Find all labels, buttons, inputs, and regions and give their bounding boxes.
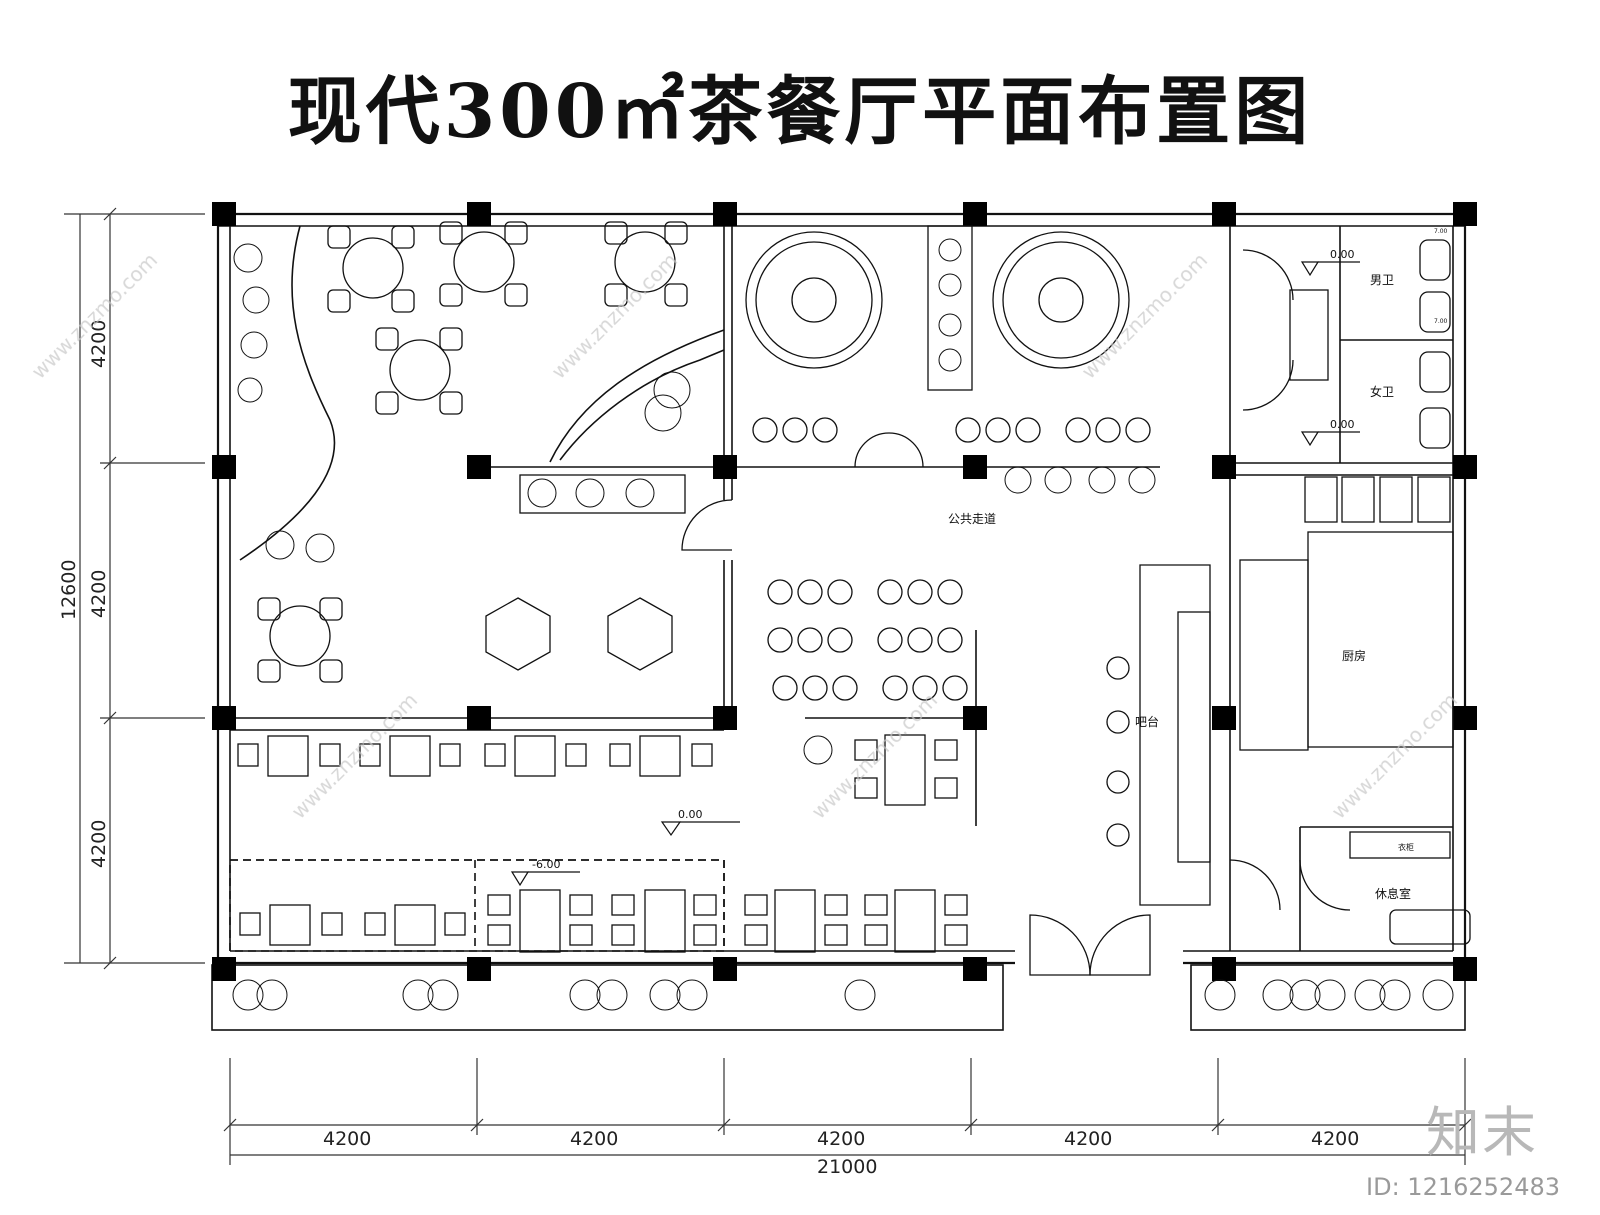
- watermark-text: www.znzmo.com: [287, 688, 423, 824]
- plant-icon: [938, 348, 962, 372]
- plant-icon: [242, 286, 270, 314]
- level-label: 7.00: [1434, 318, 1448, 325]
- plant-icon: [1004, 466, 1032, 494]
- plant-icon: [527, 478, 557, 508]
- plant-icon: [803, 735, 833, 765]
- round-stool-row: [752, 417, 1151, 443]
- watermark-logo: 知末: [1426, 1101, 1538, 1164]
- round-table-set: [604, 221, 688, 307]
- sofa: [1389, 909, 1471, 945]
- label-rest-room: 休息室: [1375, 886, 1411, 901]
- round-table-set: [375, 327, 463, 415]
- plant-icon: [305, 533, 335, 563]
- column: [212, 202, 236, 226]
- hexagon-table: [485, 597, 551, 671]
- dimension-total-width: 21000: [817, 1156, 877, 1178]
- label-female-toilet: 女卫: [1370, 384, 1394, 399]
- plant-icon: [240, 331, 268, 359]
- round-stool-grid: [767, 579, 968, 701]
- column: [713, 706, 737, 730]
- plant-icon: [1044, 466, 1072, 494]
- column: [212, 455, 236, 479]
- plant-icon: [575, 478, 605, 508]
- level-label: 0.00: [1330, 248, 1355, 261]
- watermark-id: ID: 1216252483: [1366, 1173, 1560, 1201]
- column: [212, 957, 236, 981]
- wash-basin: [1289, 289, 1329, 381]
- column: [713, 957, 737, 981]
- round-booth: [992, 231, 1130, 369]
- dimension-total-height: 12600: [58, 560, 80, 620]
- dimension-label: 4200: [88, 570, 110, 618]
- dimension-label: 4200: [88, 320, 110, 368]
- plant-icon: [625, 478, 655, 508]
- bar-counter: [1139, 564, 1211, 906]
- column: [467, 706, 491, 730]
- level-label: 7.00: [1434, 228, 1448, 235]
- plant-icon: [1128, 466, 1156, 494]
- level-label: -6.00: [532, 858, 560, 871]
- round-table-set: [439, 221, 528, 307]
- dimension-label: 4200: [323, 1128, 371, 1150]
- entrance-door: [1089, 914, 1151, 976]
- level-label: 0.00: [678, 808, 703, 821]
- watermark-text: www.znzmo.com: [1327, 688, 1463, 824]
- column: [1212, 957, 1236, 981]
- sunken-seating: [239, 889, 968, 953]
- drawing-title: 现代300㎡茶餐厅平面布置图: [287, 69, 1313, 155]
- label-bar: 吧台: [1135, 714, 1159, 729]
- plant-icon: [644, 394, 682, 432]
- column: [1212, 455, 1236, 479]
- watermark-text: www.znzmo.com: [547, 248, 683, 384]
- plant-icon: [938, 313, 962, 337]
- column: [713, 455, 737, 479]
- round-table-set: [327, 225, 415, 313]
- plant-icon: [265, 530, 295, 560]
- bar-stool: [1106, 656, 1130, 847]
- column: [467, 957, 491, 981]
- column: [1453, 957, 1477, 981]
- plant-icon: [938, 273, 962, 297]
- column: [1453, 202, 1477, 226]
- column: [1453, 706, 1477, 730]
- label-corridor: 公共走道: [948, 512, 996, 526]
- column: [963, 706, 987, 730]
- column: [713, 202, 737, 226]
- planter-box: [519, 474, 686, 514]
- label-wardrobe: 衣柜: [1398, 842, 1414, 852]
- column: [467, 455, 491, 479]
- dimension-label: 4200: [817, 1128, 865, 1150]
- dimension-label: 4200: [1064, 1128, 1112, 1150]
- label-male-toilet: 男卫: [1370, 273, 1394, 287]
- plant-icon: [653, 371, 691, 409]
- planter-box: [927, 225, 973, 391]
- column: [963, 202, 987, 226]
- wardrobe: [1349, 831, 1451, 859]
- plant-icon: [237, 377, 263, 403]
- hexagon-table: [607, 597, 673, 671]
- column: [1453, 455, 1477, 479]
- column: [963, 957, 987, 981]
- column: [467, 202, 491, 226]
- watermark-text: www.znzmo.com: [1077, 248, 1213, 384]
- column: [963, 455, 987, 479]
- entrance-door: [1029, 914, 1091, 976]
- dimension-label: 4200: [1311, 1128, 1359, 1150]
- column: [1212, 202, 1236, 226]
- column: [1212, 706, 1236, 730]
- round-table-set: [257, 597, 343, 683]
- plant-icon: [233, 243, 263, 273]
- stove: [1239, 559, 1309, 751]
- watermark-text: www.znzmo.com: [807, 688, 943, 824]
- square-table-row: [237, 734, 958, 806]
- plant-icon: [938, 238, 962, 262]
- dimension-label: 4200: [88, 820, 110, 868]
- round-booth: [745, 231, 883, 369]
- plant-icon: [1088, 466, 1116, 494]
- dimension-label: 4200: [570, 1128, 618, 1150]
- level-label: 0.00: [1330, 418, 1355, 431]
- column: [212, 706, 236, 730]
- label-kitchen: 厨房: [1342, 648, 1366, 663]
